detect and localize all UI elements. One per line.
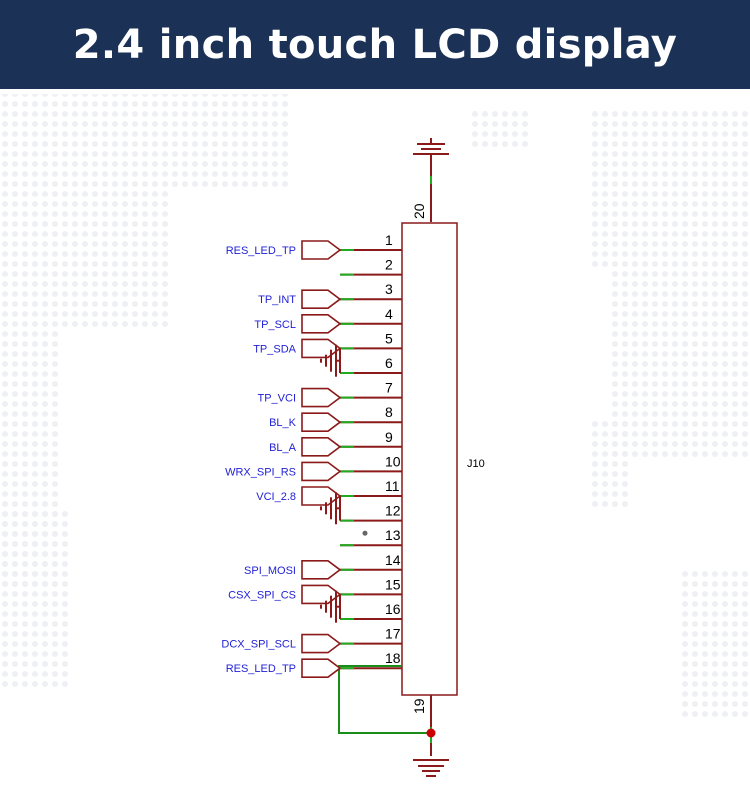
- pin-number-9: 9: [385, 429, 393, 445]
- junction-dot: [426, 728, 436, 738]
- pin-number-10: 10: [385, 453, 401, 469]
- pin-number-5: 5: [385, 330, 393, 346]
- pin-number-20: 20: [411, 203, 427, 219]
- net-label-pin-9: BL_A: [269, 442, 297, 454]
- net-label-pin-15: CSX_SPI_CS: [228, 589, 296, 601]
- pin-number-18: 18: [385, 650, 401, 666]
- net-port-14: [301, 559, 342, 580]
- title-bar: 2.4 inch touch LCD display: [0, 0, 750, 89]
- pin-number-7: 7: [385, 380, 393, 396]
- net-label-pin-1: RES_LED_TP: [226, 245, 296, 257]
- net-label-pin-3: TP_INT: [258, 294, 296, 306]
- pin-number-17: 17: [385, 626, 401, 642]
- connector-designator: J10: [467, 458, 485, 470]
- pin-number-4: 4: [385, 306, 393, 322]
- top-ground-symbol: [413, 138, 449, 222]
- pin-number-11: 11: [385, 478, 400, 494]
- no-connect-dot-pin-13: [362, 530, 368, 536]
- net-port-4: [301, 313, 342, 334]
- net-port-1: [301, 240, 342, 260]
- pin-number-16: 16: [385, 601, 401, 617]
- net-label-pin-11: VCI_2.8: [256, 491, 296, 503]
- pin-number-13: 13: [385, 527, 401, 543]
- net-label-pin-7: TP_VCI: [257, 393, 296, 405]
- pin-number-3: 3: [385, 281, 393, 297]
- net-label-pin-17: DCX_SPI_SCL: [221, 639, 296, 651]
- net-port-8: [301, 412, 342, 433]
- net-port-7: [301, 387, 342, 408]
- net-label-pin-10: WRX_SPI_RS: [225, 466, 296, 478]
- net-label-pin-4: TP_SCL: [254, 319, 296, 331]
- net-port-18: [301, 658, 342, 679]
- page-title: 2.4 inch touch LCD display: [72, 21, 678, 68]
- pin-number-2: 2: [385, 257, 393, 273]
- net-label-pin-18: RES_LED_TP: [226, 663, 296, 675]
- pin-number-12: 12: [385, 503, 401, 519]
- net-port-3: [301, 289, 342, 310]
- bottom-ground-symbol: [413, 759, 449, 777]
- net-port-5: [301, 338, 342, 359]
- pin-number-6: 6: [385, 355, 393, 371]
- connector-body: [401, 222, 458, 696]
- pin-18-to-19-wire: [338, 665, 431, 734]
- pin-number-8: 8: [385, 404, 393, 420]
- net-port-17: [301, 633, 342, 654]
- pin-number-1: 1: [385, 232, 393, 248]
- net-label-pin-14: SPI_MOSI: [244, 565, 296, 577]
- net-port-11: [301, 486, 342, 506]
- pin-number-14: 14: [385, 552, 401, 568]
- pin-number-19: 19: [411, 698, 427, 714]
- net-port-10: [301, 461, 342, 482]
- net-label-pin-5: TP_SDA: [253, 343, 296, 355]
- net-port-15: [301, 584, 342, 605]
- net-port-9: [301, 436, 342, 457]
- world-map-dot-background: [0, 94, 750, 719]
- net-label-pin-8: BL_K: [269, 417, 297, 429]
- pin-number-15: 15: [385, 576, 401, 592]
